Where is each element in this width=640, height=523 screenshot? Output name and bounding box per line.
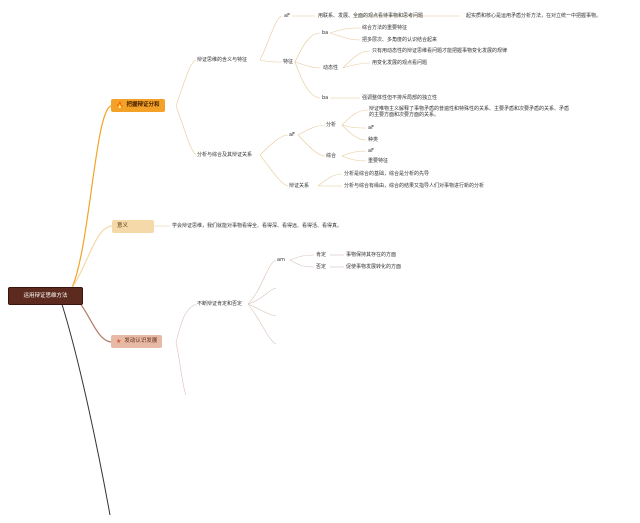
affirm-detail[interactable]: 事物保持其存在的方面 [346,252,397,258]
topic-negate[interactable]: 否定 [316,264,327,270]
topic-affirm-negate[interactable]: 不断辩证肯定和否定 [197,301,243,307]
definition-label[interactable]: 用联系、发展、全面的观点看待事物和思考问题 [318,13,424,19]
synthesis-feature[interactable]: 重要特征 [368,158,389,164]
branch-grasp-label: 把握辩证分和 [126,102,160,108]
topic-dynamic[interactable]: 动态性 [323,65,339,71]
root-topic[interactable]: 运用辩证思维方法 [8,287,83,305]
negate-detail[interactable]: 促使事物发展转化的方面 [346,264,402,270]
connector-root-extra [59,297,111,516]
relation-item-2[interactable]: 分析与综合有缘由，综合的结果又指导人们对事物进行新的分析 [344,183,485,189]
dynamic-item-2[interactable]: 用变化发展的观点看问题 [372,60,428,66]
topic-analysis[interactable]: 分析 [326,122,337,128]
branch-develop-label: 发动认识发展 [124,338,158,344]
topic-relation[interactable]: 辩证关系 [289,183,310,189]
analysis-kind[interactable]: 种类 [368,137,379,143]
label-af-2[interactable]: aF [289,132,295,138]
branch-grasp[interactable]: 🔥 把握辩证分和 [111,99,165,112]
ba1-item-1[interactable]: 综合方法的重要特征 [362,25,408,31]
synthesis-af[interactable]: aF [368,148,374,154]
dynamic-item-1[interactable]: 只有用动态性的辩证思维看问题才能把握事物变化发展的规律 [372,48,508,54]
label-am[interactable]: am [277,257,285,263]
topic-analysis-synthesis[interactable]: 分析与综合及其辩证关系 [197,152,253,158]
label-ba-1[interactable]: ba [322,30,329,36]
analysis-af[interactable]: aF [368,125,374,131]
ba1-item-2[interactable]: 把多层次、多角度的认识结合起来 [362,37,438,43]
topic-dialectical-thinking[interactable]: 辩证思维的含义与特征 [197,57,248,63]
topic-feature[interactable]: 特征 [283,59,294,65]
label-ba-2[interactable]: ba [322,95,329,101]
connector-root-b2 [70,225,113,291]
fire-icon: 🔥 [116,101,124,109]
topic-synthesis[interactable]: 综合 [326,153,337,159]
meaning-text[interactable]: 学会辩证思维，我们就能对事物看得全、看得深、看得远、看得活、看得真。 [172,223,343,229]
ba2-item[interactable]: 强调整体性但不排斥局部的独立性 [362,95,438,101]
star-icon: ★ [116,337,122,345]
analysis-detail[interactable]: 辩证唯物主义解释了事物矛盾的普遍性和特殊性的关系、主要矛盾和次要矛盾的关系、矛盾… [369,106,570,118]
topic-affirm[interactable]: 肯定 [316,252,327,258]
connector-root-b1 [70,105,112,291]
branch-meaning-label: 意义 [117,223,129,229]
relation-item-1[interactable]: 分析是综合的基础，综合是分析的先导 [344,171,430,177]
branch-meaning[interactable]: 意义 [112,220,154,233]
label-af[interactable]: aF [284,13,290,19]
branch-develop[interactable]: ★ 发动认识发展 [111,335,163,348]
definition-detail[interactable]: 起实质和核心是运用矛盾分析方法，在对立统一中把握事物。 [466,13,602,19]
root-label: 运用辩证思维方法 [23,292,68,299]
